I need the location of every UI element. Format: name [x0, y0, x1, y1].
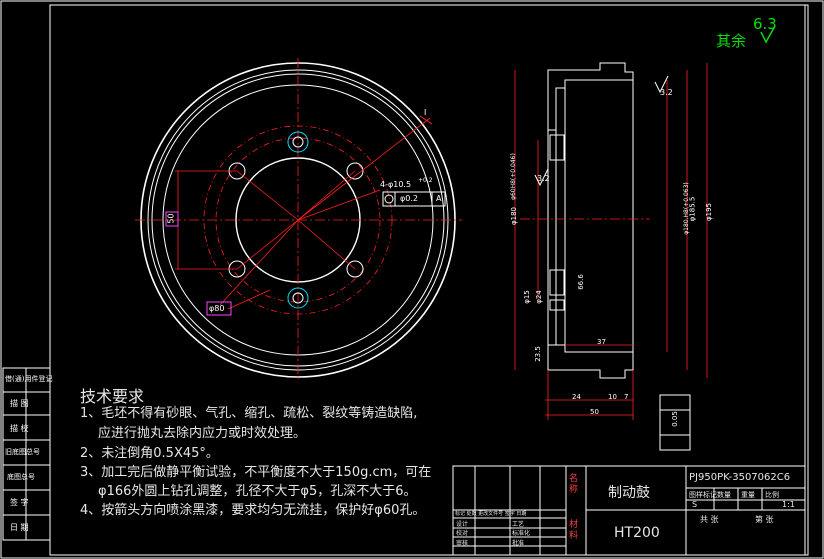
- pitch-circle: [215, 137, 381, 303]
- scale: 1:1: [782, 500, 795, 509]
- stage-mark: S: [692, 500, 698, 509]
- roughness-symbol-icon: [534, 168, 549, 187]
- strip-label: 描 图: [10, 399, 29, 408]
- sheet-number: 第 张: [755, 515, 774, 524]
- tech-req-line: 3、加工完后做静平衡试验，不平衡度不大于150g.cm，可在: [80, 465, 432, 480]
- roughness-symbol-icon: [654, 75, 669, 94]
- tech-req-line: 应进行抛丸去除内应力或时效处理。: [98, 426, 307, 441]
- strip-label: 签 字: [10, 498, 29, 507]
- dim-d195: φ195: [704, 203, 713, 221]
- tech-req-line: φ166外圆上钻孔调整，孔径不大于φ5，孔深不大于6。: [98, 484, 417, 499]
- datum-letter: A: [436, 194, 442, 203]
- pcd-leader: [227, 289, 271, 310]
- section-bottom-flange: [547, 344, 634, 379]
- roughness-ra-2: 3.2: [537, 174, 550, 183]
- strip-label: 日 期: [10, 523, 29, 532]
- material: HT200: [614, 525, 660, 541]
- stage-header: 重量: [741, 491, 755, 499]
- drawing-number: PJ950PK-3507062C6: [689, 472, 791, 483]
- dim-r66: 66.6: [576, 274, 585, 290]
- runout-value: 0.05: [670, 411, 679, 427]
- sign-row: 批准: [512, 540, 525, 547]
- sign-row: 设计: [456, 521, 469, 528]
- dim-w24: 24: [572, 393, 581, 401]
- stage-header: 图样标记: [689, 491, 717, 499]
- sign-row: 标准化: [512, 530, 531, 537]
- runout-frame: [659, 394, 691, 451]
- dim-w10: 10: [608, 393, 617, 401]
- front-view: [135, 58, 462, 382]
- bolt-hole: [346, 260, 364, 278]
- tech-req-line: 1、毛坯不得有砂眼、气孔、缩孔、疏松、裂纹等铸造缺陷,: [80, 406, 418, 421]
- part-name: 制动鼓: [608, 485, 650, 501]
- inner-frame: [49, 4, 809, 556]
- dim-235: 23.5: [533, 346, 542, 362]
- strip-label: 描 校: [10, 424, 29, 433]
- dim-d15: φ15: [522, 290, 531, 304]
- dim-w50: 50: [590, 408, 599, 416]
- sign-row: 工艺: [512, 521, 525, 528]
- dim-d24: φ24: [534, 290, 543, 304]
- stage-header: 比例: [765, 491, 779, 499]
- section-view: [514, 25, 776, 451]
- strip-label: 借(通)用件登记: [5, 375, 53, 383]
- dim-50-frame: [165, 211, 179, 227]
- section-top-flange: [547, 62, 634, 131]
- section-arrow: [419, 115, 433, 125]
- bolt-hole: [346, 162, 364, 180]
- pilot-hole-bottom-inner: [292, 292, 304, 304]
- dim-50-label: 50: [166, 213, 176, 224]
- dim-d185: φ185.5: [688, 196, 697, 222]
- hole-tolerance: +0.2: [418, 177, 433, 184]
- pilot-hole-top-inner: [292, 136, 304, 148]
- pcd-frame: [206, 301, 232, 316]
- dim-d180: φ180: [509, 207, 518, 225]
- roughness-label: 其余: [716, 32, 747, 50]
- left-title-strip: [2, 367, 51, 541]
- pilot-hole-bottom: [287, 287, 309, 309]
- hole-leaders: [219, 117, 431, 306]
- sign-row: 校对: [456, 530, 469, 537]
- pilot-holes: [287, 131, 309, 309]
- dim-w37: 37: [597, 338, 606, 346]
- pcd-label: φ80: [209, 304, 225, 313]
- dim-w7: 7: [624, 393, 629, 401]
- revision-header: 标记 处数 更改文件号 签字 日期: [455, 511, 527, 517]
- tech-req-line: 4、按箭头方向喷涂黑漆，要求均匀无流挂，保护好φ60孔。: [80, 503, 426, 518]
- dim-d60: φ60H8(+0.046): [510, 153, 517, 200]
- tech-requirements-title: 技术要求: [80, 387, 145, 406]
- section-mark: I: [424, 108, 427, 117]
- pilot-hole-top: [287, 131, 309, 153]
- roughness-value: 6.3: [753, 15, 777, 33]
- position-symbol-icon: [384, 194, 394, 204]
- hole-callout: 4-φ10.5: [380, 180, 412, 189]
- sign-row: 审核: [456, 540, 469, 547]
- name-label: 名称: [569, 474, 579, 495]
- roughness-ra-1: 3.2: [660, 88, 673, 97]
- sheet-total: 共 张: [700, 515, 719, 524]
- material-label: 材料: [569, 520, 579, 541]
- position-tol-frame: [382, 191, 446, 207]
- position-tol-value: φ0.2: [400, 194, 418, 203]
- strip-label: 底图总号: [7, 473, 35, 481]
- stage-header: 数量: [717, 491, 731, 499]
- tech-req-line: 2、未注倒角0.5X45°。: [80, 446, 219, 461]
- roughness-symbol-icon: [760, 25, 776, 44]
- strip-label: 旧底图总号: [5, 448, 40, 456]
- title-block: [452, 465, 806, 556]
